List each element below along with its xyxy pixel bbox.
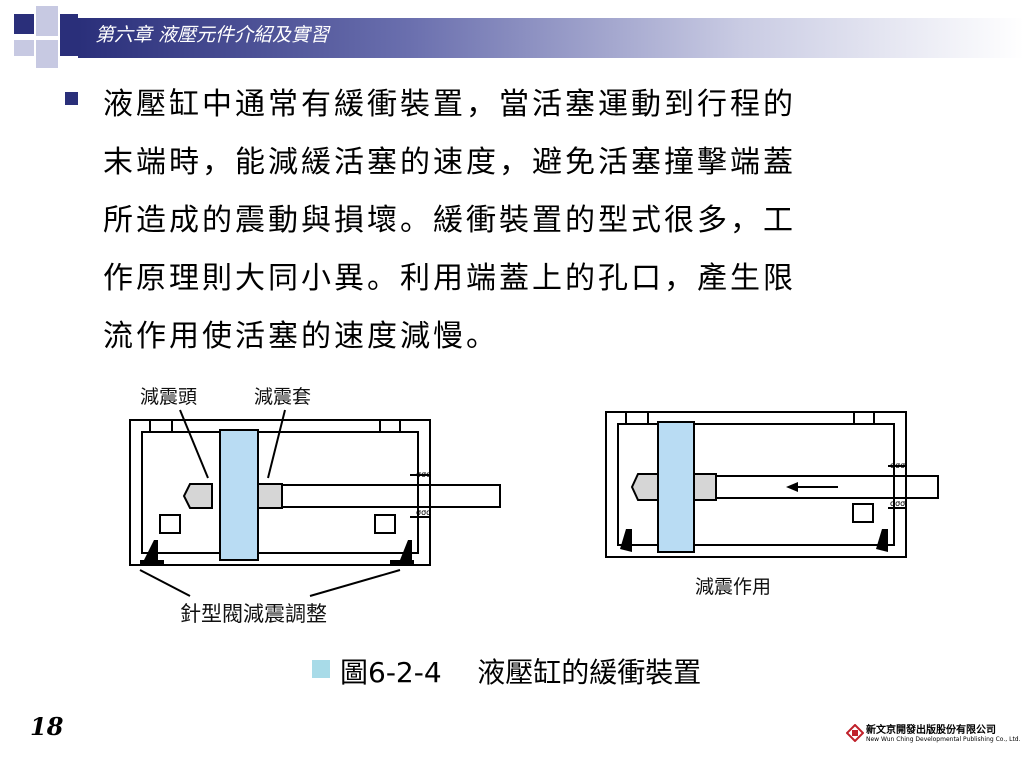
header-bar (78, 18, 1024, 58)
caption-square (312, 660, 330, 678)
svg-text:σσσ: σσσ (890, 499, 905, 508)
label-cushion-action: 減震作用 (695, 576, 772, 598)
header-square-light-2 (36, 40, 58, 68)
header-square-light-3 (14, 40, 34, 56)
chapter-title: 第六章 液壓元件介紹及實習 (95, 24, 330, 46)
cushion-head-right (630, 473, 661, 501)
svg-text:σσσ: σσσ (416, 508, 431, 517)
piston-left (219, 429, 259, 561)
figure-caption: 圖6-2-4 液壓缸的緩衝裝置 (340, 656, 702, 689)
body-line-1: 液壓缸中通常有緩衝裝置，當活塞運動到行程的 (103, 87, 796, 122)
cylinder-diagram-right: σσσ σσσ (605, 411, 939, 558)
svg-text:σσσ: σσσ (416, 470, 431, 479)
publisher-name-en: New Wun Ching Developmental Publishing C… (866, 736, 1021, 743)
bullet-square (65, 92, 78, 105)
motion-arrow (786, 482, 798, 492)
cushion-sleeve-left (257, 483, 283, 509)
label-cushion-sleeve: 減震套 (254, 386, 312, 408)
piston-right (657, 421, 695, 553)
header-square-dark-1 (14, 14, 34, 34)
publisher-name-zh: 新文京開發出版股份有限公司 (866, 725, 996, 736)
label-needle-valve: 針型閥減震調整 (180, 602, 327, 626)
publisher-name: 新文京開發出版股份有限公司 New Wun Ching Developmenta… (866, 725, 1021, 744)
publisher-logo-icon (846, 724, 864, 742)
body-line-3: 所造成的震動與損壞。緩衝裝置的型式很多，工 (103, 203, 796, 238)
body-paragraph: 液壓缸中通常有緩衝裝置，當活塞運動到行程的 末端時，能減緩活塞的速度，避免活塞撞… (103, 76, 943, 366)
body-line-4: 作原理則大同小異。利用端蓋上的孔口，產生限 (103, 261, 796, 296)
cylinder-diagram-left: σσσ σσσ (129, 409, 501, 597)
header-square-light-1 (36, 6, 58, 36)
body-line-2: 末端時，能減緩活塞的速度，避免活塞撞擊端蓋 (103, 145, 796, 180)
cushion-head-left (182, 483, 213, 509)
label-cushion-head: 減震頭 (140, 386, 198, 408)
page-number: 18 (30, 712, 64, 741)
header-square-dark-2 (60, 14, 78, 56)
body-line-5: 流作用使活塞的速度減慢。 (103, 319, 499, 354)
svg-text:σσσ: σσσ (890, 461, 905, 470)
